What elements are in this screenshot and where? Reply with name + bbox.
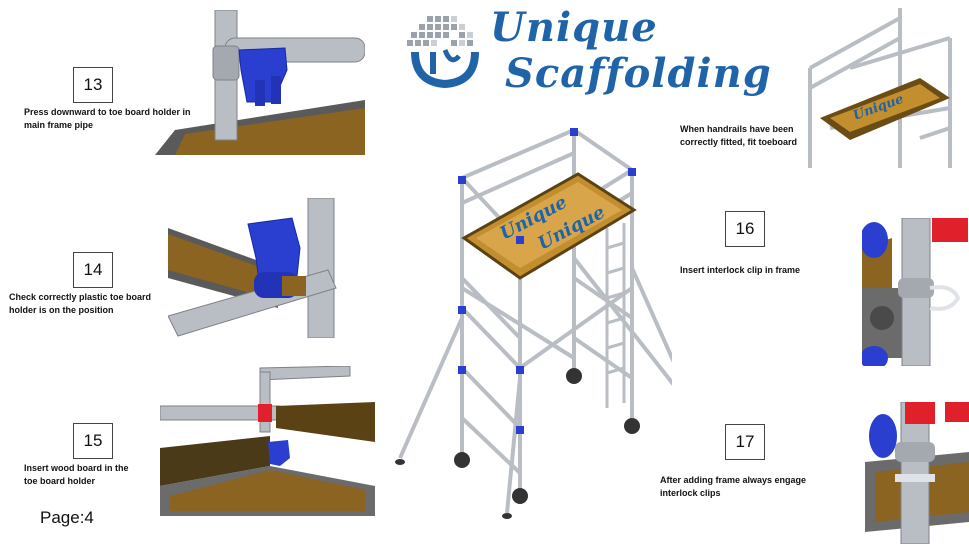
- step15-caption-line2: toe board holder: [24, 476, 96, 486]
- mobile-scaffold-tower-illustration: Unique Unique: [395, 128, 672, 519]
- step13-caption-line1: Press downward to toe board holder in: [24, 107, 191, 117]
- step13-number: 13: [73, 67, 113, 103]
- step15-caption-line1: Insert wood board in the: [24, 463, 129, 473]
- step14-caption-line2: holder is on the position: [9, 305, 114, 315]
- step17-number: 17: [725, 424, 765, 460]
- step15-caption: Insert wood board in the toe board holde…: [24, 462, 129, 488]
- step14-caption-line1: Check correctly plastic toe board: [9, 292, 152, 302]
- step13-illustration: [155, 10, 365, 155]
- step16-caption-line1: Insert interlock clip in frame: [680, 265, 801, 275]
- step13-caption-line2: main frame pipe: [24, 120, 94, 130]
- step17-caption-line1: After adding frame always engage: [660, 475, 807, 485]
- step14-number: 14: [73, 252, 113, 288]
- step14-caption: Check correctly plastic toe board holder…: [9, 291, 151, 317]
- toeboard-caption-line1: When handrails have been: [680, 124, 794, 134]
- step17-illustration: [865, 402, 969, 544]
- toeboard-caption: When handrails have been correctly fitte…: [680, 123, 797, 149]
- page-number: Page:4: [40, 508, 94, 527]
- step17-caption: After adding frame always engage interlo…: [660, 474, 806, 500]
- toeboard-fitted-illustration: Unique: [808, 8, 952, 168]
- step15-illustration: [160, 366, 375, 516]
- step17-caption-line2: interlock clips: [660, 488, 721, 498]
- wheel: [624, 418, 640, 434]
- wheel: [454, 452, 470, 468]
- step16-number: 16: [725, 211, 765, 247]
- step15-number: 15: [73, 423, 113, 459]
- step14-illustration: [168, 198, 337, 338]
- wheel: [512, 488, 528, 504]
- toeboard-caption-line2: correctly fitted, fit toeboard: [680, 137, 798, 147]
- brand-name-line1: Unique: [490, 4, 658, 51]
- pixel-cloud-u-logo-icon: [407, 16, 479, 89]
- step13-caption: Press downward to toe board holder in ma…: [24, 106, 191, 132]
- step16-illustration: [862, 218, 968, 366]
- wheel: [566, 368, 582, 384]
- brand-name-line2: Scaffolding: [505, 50, 772, 97]
- step16-caption: Insert interlock clip in frame: [680, 264, 800, 277]
